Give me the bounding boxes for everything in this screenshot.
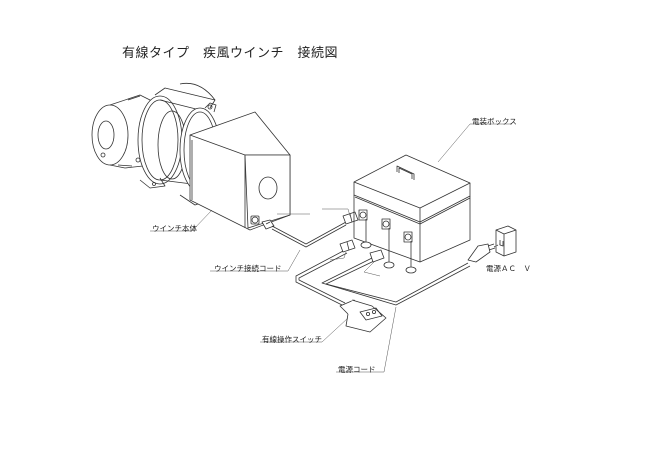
switch-cord-drawing — [295, 239, 356, 307]
switch-connector-leader — [329, 251, 347, 261]
wired-switch-drawing — [339, 299, 387, 333]
winch-body-leader — [150, 209, 213, 232]
winch-body-drawing — [91, 82, 291, 231]
diagram-title: 有線タイプ 疾風ウインチ 接続図 — [122, 46, 339, 61]
electrical-box-drawing — [353, 154, 471, 274]
box-connector-leader-1 — [322, 208, 351, 217]
label-winch-body: ウインチ本体 — [152, 224, 197, 233]
label-wired-switch: 有線操作スイッチ — [262, 335, 322, 344]
label-power-ac: 電源ＡＣ Ｖ — [486, 264, 531, 273]
electrical-box-leader — [437, 123, 512, 163]
wired-switch-leader — [260, 317, 349, 343]
outlet-drawing — [493, 225, 517, 257]
power-connector-leader — [363, 261, 381, 277]
label-winch-cord: ウインチ接続コード — [214, 264, 282, 273]
label-power-cord: 電源コード — [338, 365, 376, 374]
power-cord-drawing — [321, 243, 496, 306]
winch-cord-leader — [210, 249, 301, 272]
label-electrical-box: 電装ボックス — [472, 117, 517, 126]
power-cord-leader — [336, 306, 397, 373]
